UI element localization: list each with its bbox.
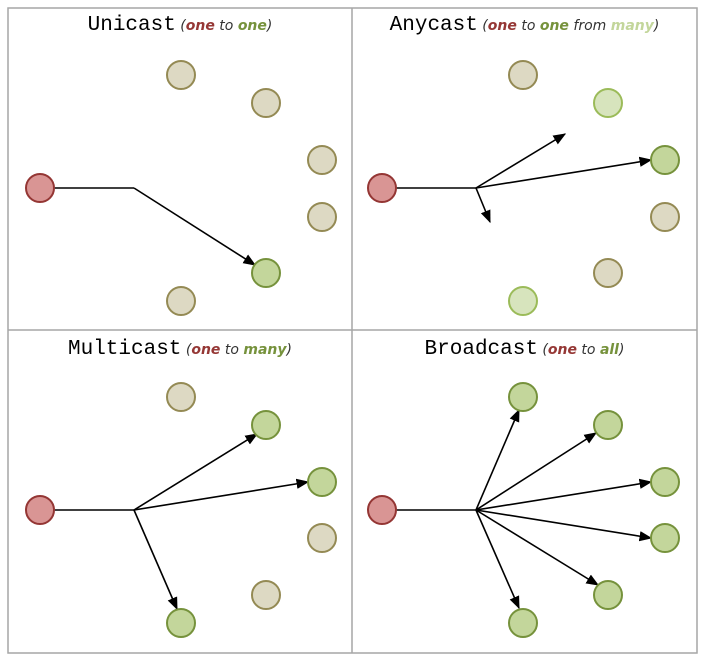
- target-node: [593, 410, 623, 440]
- arrow-broadcast-4: [475, 509, 653, 542]
- paren-close: ): [653, 18, 660, 34]
- inactive-node: [166, 286, 196, 316]
- title-unicast: Unicast: [87, 14, 176, 37]
- source-node: [367, 173, 397, 203]
- inactive-node: [650, 202, 680, 232]
- paren-open: (: [175, 18, 186, 34]
- inactive-node: [593, 258, 623, 288]
- arrows: [54, 133, 653, 611]
- target-node: [650, 145, 680, 175]
- source-node: [25, 495, 55, 525]
- word-one: one: [547, 342, 577, 358]
- arrow-broadcast-2: [475, 432, 598, 511]
- source-node: [25, 173, 55, 203]
- title-broadcast: Broadcast: [424, 338, 538, 361]
- arrow-broadcast-1: [475, 408, 520, 511]
- target-node: [166, 608, 196, 638]
- subtitle-broadcast: (one to all): [537, 342, 625, 358]
- inactive-node: [307, 145, 337, 175]
- word-from: from: [568, 18, 611, 34]
- candidate-node: [508, 286, 538, 316]
- inactive-node: [166, 60, 196, 90]
- word-to: to: [576, 342, 600, 358]
- panel-title-unicast: Unicast (one to one): [8, 14, 352, 37]
- arrow-broadcast-6: [475, 509, 520, 610]
- target-node: [508, 608, 538, 638]
- grid-lines: [7, 7, 698, 654]
- inactive-node: [307, 202, 337, 232]
- word-to: to: [220, 342, 244, 358]
- word-one-target: one: [237, 18, 267, 34]
- word-to: to: [516, 18, 540, 34]
- target-node: [508, 382, 538, 412]
- arrow-multicast-3: [133, 509, 178, 611]
- word-one: one: [185, 18, 215, 34]
- word-one: one: [487, 18, 517, 34]
- arrow-multicast-2: [133, 478, 310, 511]
- word-all: all: [599, 342, 619, 358]
- arrow-broadcast-3: [475, 478, 653, 511]
- target-node: [593, 580, 623, 610]
- word-one: one: [191, 342, 221, 358]
- inactive-node: [307, 523, 337, 553]
- arrow-multicast-1: [133, 433, 259, 511]
- candidate-node: [593, 88, 623, 118]
- source-node: [367, 495, 397, 525]
- panel-title-anycast: Anycast (one to one from many): [352, 14, 697, 37]
- target-node: [650, 523, 680, 553]
- panel-title-multicast: Multicast (one to many): [8, 338, 352, 361]
- target-node: [251, 258, 281, 288]
- title-multicast: Multicast: [67, 338, 182, 361]
- subtitle-multicast: (one to many): [181, 342, 292, 358]
- paren-open: (: [537, 342, 548, 358]
- word-many: many: [610, 18, 654, 34]
- paren-open: (: [477, 18, 488, 34]
- arrow-anycast-3: [475, 187, 491, 224]
- panel-title-broadcast: Broadcast (one to all): [352, 338, 697, 361]
- target-node: [251, 410, 281, 440]
- target-node: [650, 467, 680, 497]
- subtitle-unicast: (one to one): [175, 18, 273, 34]
- subtitle-anycast: (one to one from many): [478, 18, 659, 34]
- arrow-broadcast-5: [475, 509, 600, 586]
- paren-close: ): [618, 342, 625, 358]
- paren-close: ): [266, 18, 273, 34]
- inactive-node: [166, 382, 196, 412]
- nodes: [25, 60, 680, 638]
- word-to: to: [214, 18, 238, 34]
- word-many: many: [243, 342, 287, 358]
- paren-open: (: [181, 342, 192, 358]
- paren-close: ): [286, 342, 292, 358]
- word-one-target: one: [539, 18, 569, 34]
- inactive-node: [508, 60, 538, 90]
- arrow-anycast-2: [475, 156, 653, 189]
- inactive-node: [251, 88, 281, 118]
- target-node: [307, 467, 337, 497]
- inactive-node: [251, 580, 281, 610]
- title-anycast: Anycast: [389, 14, 478, 37]
- arrow-anycast-1: [475, 133, 567, 189]
- arrow-unicast: [133, 187, 257, 266]
